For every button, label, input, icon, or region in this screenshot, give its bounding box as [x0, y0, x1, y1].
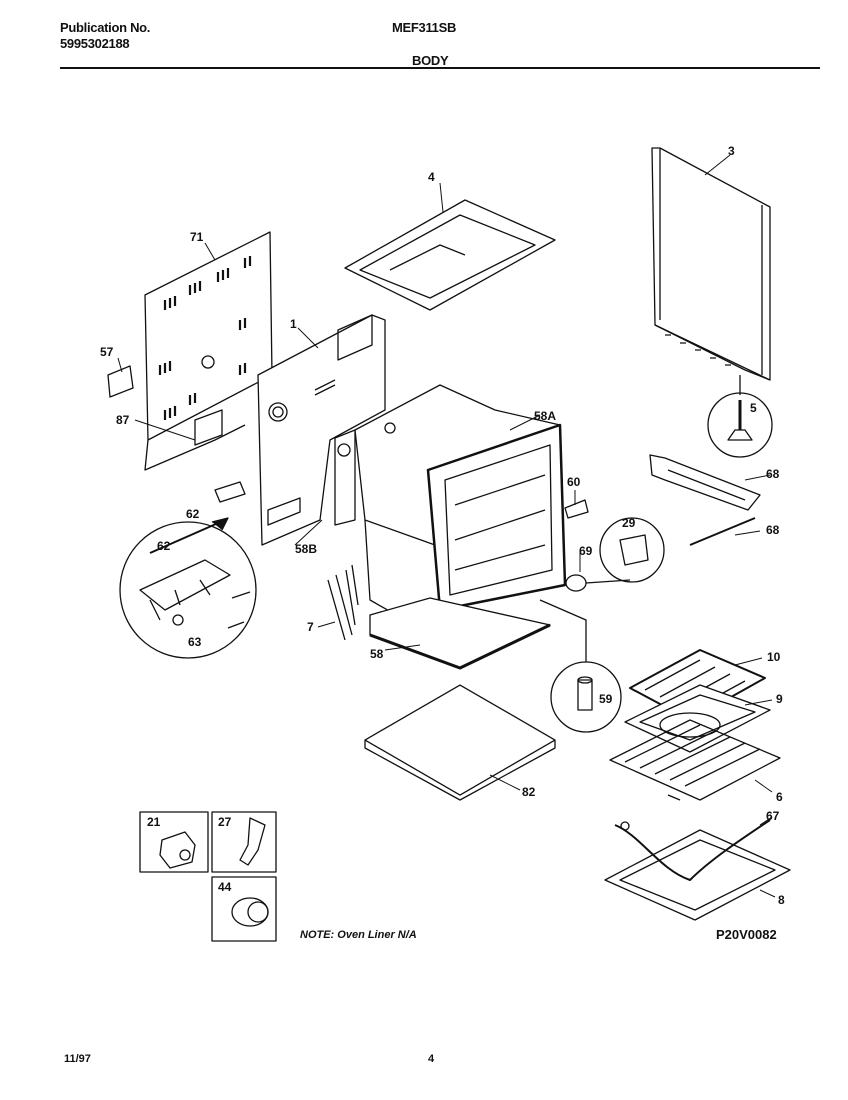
part-57-bracket: [107, 365, 134, 398]
inset-27-box: [211, 811, 277, 873]
callout-69: 69: [579, 544, 593, 558]
callout-29: 29: [622, 516, 636, 530]
part-8-bottom-tray: [604, 829, 791, 921]
part-3-side-panel: [651, 147, 771, 381]
detail-59-circle: [539, 599, 622, 733]
section-title: BODY: [412, 53, 449, 68]
callout-9: 9: [776, 692, 783, 706]
callout-68-upper: 68: [766, 467, 780, 481]
part-21-icon: [159, 831, 196, 869]
callout-6: 6: [776, 790, 783, 804]
callout-63: 63: [188, 635, 202, 649]
part-69-plug: [565, 574, 587, 592]
part-7-brackets: [327, 564, 359, 641]
part-82-bottom-panel: [364, 684, 556, 801]
part-68-broil-element: [649, 454, 761, 546]
diagram-code: P20V0082: [716, 927, 777, 942]
callout-57: 57: [100, 345, 114, 359]
footer-date: 11/97: [64, 1053, 91, 1065]
part-44-icon: [231, 897, 269, 927]
callout-62-upper: 62: [186, 507, 200, 521]
callout-10: 10: [767, 650, 781, 664]
oven-liner-note: NOTE: Oven Liner N/A: [300, 929, 417, 941]
callout-62-lower: 62: [157, 539, 171, 553]
callout-1: 1: [290, 317, 297, 331]
callout-67: 67: [766, 809, 780, 823]
callout-27: 27: [218, 815, 232, 829]
part-9-broiler-pan: [624, 684, 771, 753]
callout-71: 71: [190, 230, 204, 244]
callout-58b: 58B: [295, 542, 317, 556]
callout-58: 58: [370, 647, 384, 661]
callout-82: 82: [522, 785, 536, 799]
inset-21-box: [139, 811, 209, 873]
callout-87: 87: [116, 413, 130, 427]
callout-7: 7: [307, 620, 314, 634]
footer-page-number: 4: [428, 1053, 435, 1065]
callout-59: 59: [599, 692, 613, 706]
header-rule: [60, 67, 820, 69]
callout-68-lower: 68: [766, 523, 780, 537]
part-58a-oven-cavity: [334, 384, 567, 641]
inset-44-box: [211, 876, 277, 942]
part-67-bake-element: [614, 819, 771, 881]
part-27-icon: [239, 817, 266, 866]
part-1-cabinet-body: [257, 314, 386, 546]
callout-21: 21: [147, 815, 161, 829]
part-4-top-panel: [344, 199, 556, 311]
callout-5: 5: [750, 401, 757, 415]
publication-label: Publication No.: [60, 20, 151, 35]
part-71-back-panel: [144, 231, 273, 471]
detail-29-circle: [599, 517, 665, 583]
leader-69: [585, 579, 631, 584]
part-60-clip: [564, 499, 589, 519]
detail-62-63-circle: [119, 481, 257, 659]
detail-5-leveler: [707, 375, 773, 458]
model-number: MEF311SB: [392, 20, 457, 35]
callout-3: 3: [728, 144, 735, 158]
callout-4: 4: [428, 170, 435, 184]
callout-44: 44: [218, 880, 232, 894]
part-58-insulation: [369, 597, 551, 670]
callout-60: 60: [567, 475, 581, 489]
publication-number: 5995302188: [60, 36, 130, 51]
callout-8: 8: [778, 893, 785, 907]
callout-58a: 58A: [534, 409, 556, 423]
part-6-oven-rack: [609, 719, 781, 801]
